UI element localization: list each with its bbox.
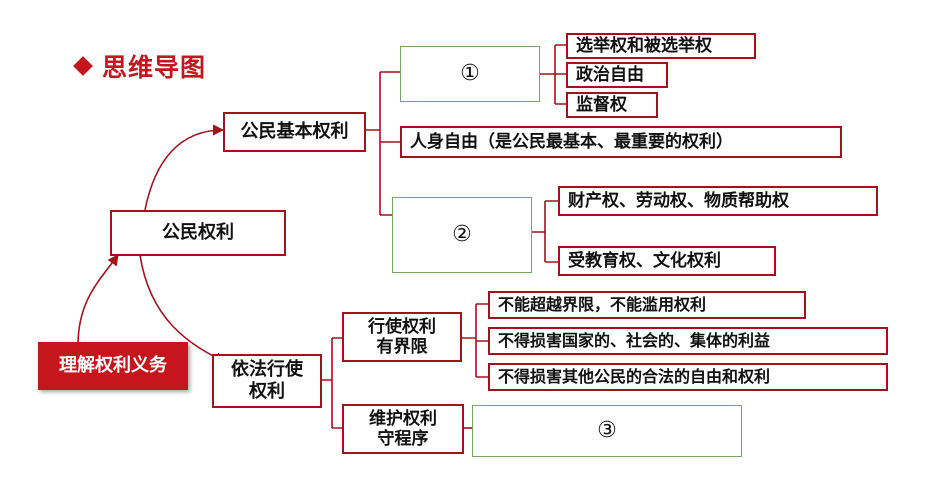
political-right-freedom: 政治自由 — [566, 62, 668, 88]
connector-blank2-branches — [532, 200, 558, 263]
limit-item-other-citizens: 不得损害其他公民的合法的自由和权利 — [488, 363, 888, 391]
exercise-rights-label: 依法行使权利 — [231, 359, 303, 402]
connector-blank1-branches — [540, 44, 566, 105]
procedure-node: 维护权利守程序 — [342, 404, 464, 454]
diamond-bullet-icon — [73, 56, 93, 76]
limits-node: 行使权利有界限 — [342, 312, 462, 362]
connector-basic-rights-branches — [366, 71, 400, 216]
political-right-supervision: 监督权 — [566, 92, 658, 118]
diagram-heading: 思维导图 — [73, 48, 207, 84]
limit-item-no-abuse: 不能超越界限，不能滥用权利 — [488, 291, 806, 319]
connector-root-to-citizen-rights — [77, 254, 119, 346]
limit-item-collective-interest: 不得损害国家的、社会的、集体的利益 — [488, 327, 888, 355]
procedure-label: 维护权利守程序 — [369, 408, 437, 449]
basic-rights-node: 公民基本权利 — [223, 112, 366, 152]
connector-citizen-to-basic-rights — [144, 124, 225, 211]
blank-node-3: ③ — [472, 405, 742, 457]
blank-node-1: ① — [400, 46, 540, 102]
root-node: 理解权利义务 — [38, 342, 188, 390]
limits-label: 行使权利有界限 — [368, 316, 436, 357]
social-right-education: 受教育权、文化权利 — [558, 246, 776, 276]
political-right-election: 选举权和被选举权 — [566, 33, 756, 59]
personal-freedom-node: 人身自由（是公民最基本、最重要的权利） — [400, 126, 842, 158]
exercise-rights-node: 依法行使权利 — [212, 354, 322, 408]
connector-exercise-branches — [322, 337, 342, 429]
citizen-rights-node: 公民权利 — [110, 210, 286, 256]
diagram-title: 思维导图 — [102, 53, 207, 82]
blank-node-2: ② — [392, 197, 532, 273]
connector-limits-branches — [462, 303, 488, 378]
social-right-property: 财产权、劳动权、物质帮助权 — [558, 186, 878, 216]
